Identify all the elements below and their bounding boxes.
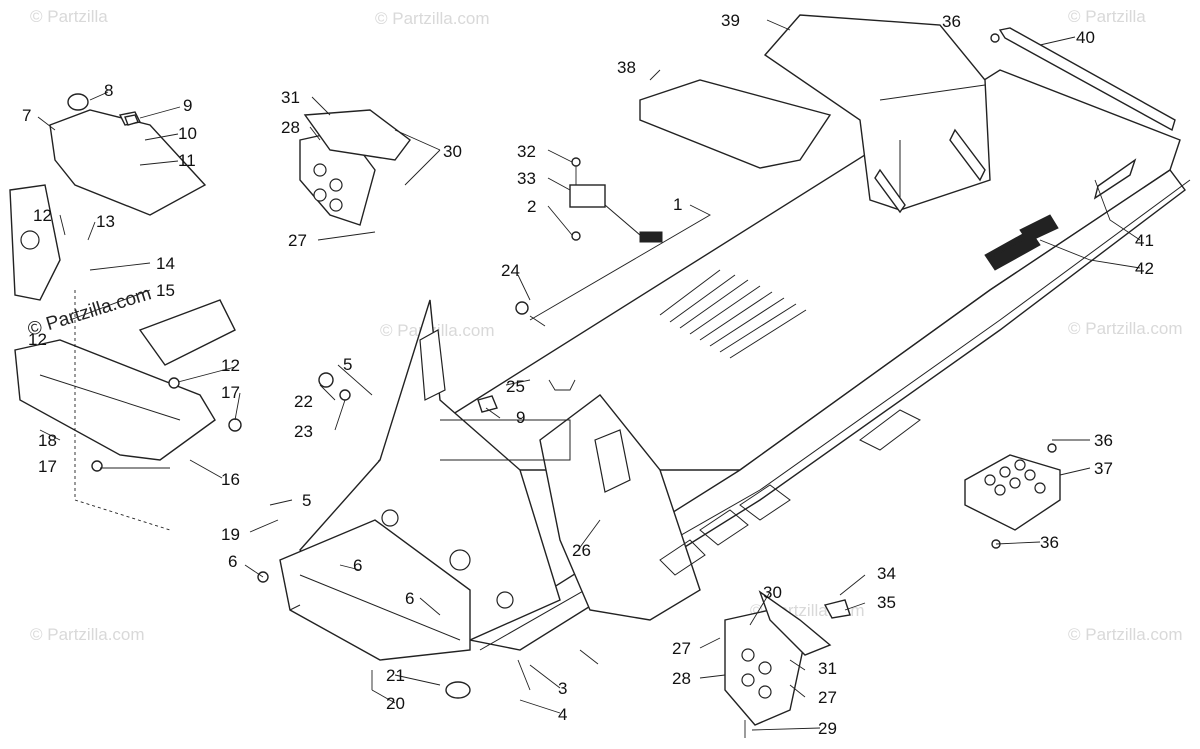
gusset-28-bottom [724,590,832,726]
gusset-28-top [299,109,411,226]
callout-28-bottom: 28 [672,669,691,688]
callout-11: 11 [178,151,196,170]
support-16 [14,290,216,531]
watermark-top-right: © Partzilla [1068,7,1146,26]
callout-29: 29 [818,719,837,738]
callout-12-right: 12 [221,356,240,375]
callout-5-lower: 5 [302,491,311,510]
callout-40: 40 [1076,28,1095,47]
callout-27-top: 27 [288,231,307,250]
callout-6-center: 6 [353,556,362,575]
callout-27-bottom-right: 27 [818,688,837,707]
callout-38: 38 [617,58,636,77]
callout-33: 33 [517,169,536,188]
watermark-bottom-left: © Partzilla.com [30,625,145,644]
step-plate-37 [964,454,1061,531]
callout-18: 18 [38,431,57,450]
callout-6-lower: 6 [405,589,414,608]
callout-15: 15 [156,281,175,300]
chassis-tunnel [279,69,1191,661]
callout-28-top: 28 [281,118,300,137]
watermark-top-left: © Partzilla [30,7,108,26]
watermark-top-center: © Partzilla.com [375,9,490,28]
mat-38 [639,79,832,169]
callout-12-middle: 12 [28,330,47,349]
callout-labels: 1 2 3 4 5 5 6 6 6 7 8 9 9 10 11 12 12 12… [22,11,1154,738]
callout-5-upper: 5 [343,355,352,374]
callout-31-top: 31 [281,88,300,107]
bracket-34 [823,599,851,619]
callout-36-step-upper: 36 [1094,431,1113,450]
module-33 [569,184,663,243]
leader-lines [37,19,1141,731]
callout-30-top: 30 [443,142,462,161]
callout-35: 35 [877,593,896,612]
callout-24: 24 [501,261,520,280]
callout-1: 1 [673,195,682,214]
callout-23: 23 [294,422,313,441]
watermark-bottom-right: © Partzilla.com [1068,625,1183,644]
tunnel-decals [984,158,1137,271]
callout-36-step-lower: 36 [1040,533,1059,552]
callout-30-bottom: 30 [763,583,782,602]
callout-37: 37 [1094,459,1113,478]
callout-26: 26 [572,541,591,560]
callout-22: 22 [294,392,313,411]
callout-21: 21 [386,666,405,685]
callout-25: 25 [506,377,525,396]
seat-39 [763,14,991,214]
callout-32: 32 [517,142,536,161]
callout-6-left: 6 [228,552,237,571]
bracket-15 [138,299,236,366]
callout-31-bottom: 31 [818,659,837,678]
watermark-right: © Partzilla.com [1068,319,1183,338]
callout-17-lower: 17 [38,457,57,476]
callout-19: 19 [221,525,240,544]
rear-rail-40 [998,27,1176,132]
callout-27-bottom-left: 27 [672,639,691,658]
callout-14: 14 [156,254,175,273]
rail-cutouts [659,409,921,576]
callout-9-upper: 9 [183,96,192,115]
callout-10: 10 [178,124,197,143]
steering-bracket-14 [9,184,61,301]
callout-3: 3 [558,679,567,698]
callout-8: 8 [104,81,113,100]
callout-2: 2 [527,197,536,216]
callout-9-lower: 9 [516,408,525,427]
callout-13: 13 [96,212,115,231]
tunnel-vents [659,269,807,359]
callout-34: 34 [877,564,896,583]
callout-7: 7 [22,106,31,125]
callout-16: 16 [221,470,240,489]
callout-12-upper: 12 [33,206,52,225]
callout-41: 41 [1135,231,1154,250]
callout-4: 4 [558,705,567,724]
callout-36-top: 36 [942,12,961,31]
callout-17-upper: 17 [221,383,240,402]
callout-20: 20 [386,694,405,713]
callout-39: 39 [721,11,740,30]
callout-42: 42 [1135,259,1154,278]
